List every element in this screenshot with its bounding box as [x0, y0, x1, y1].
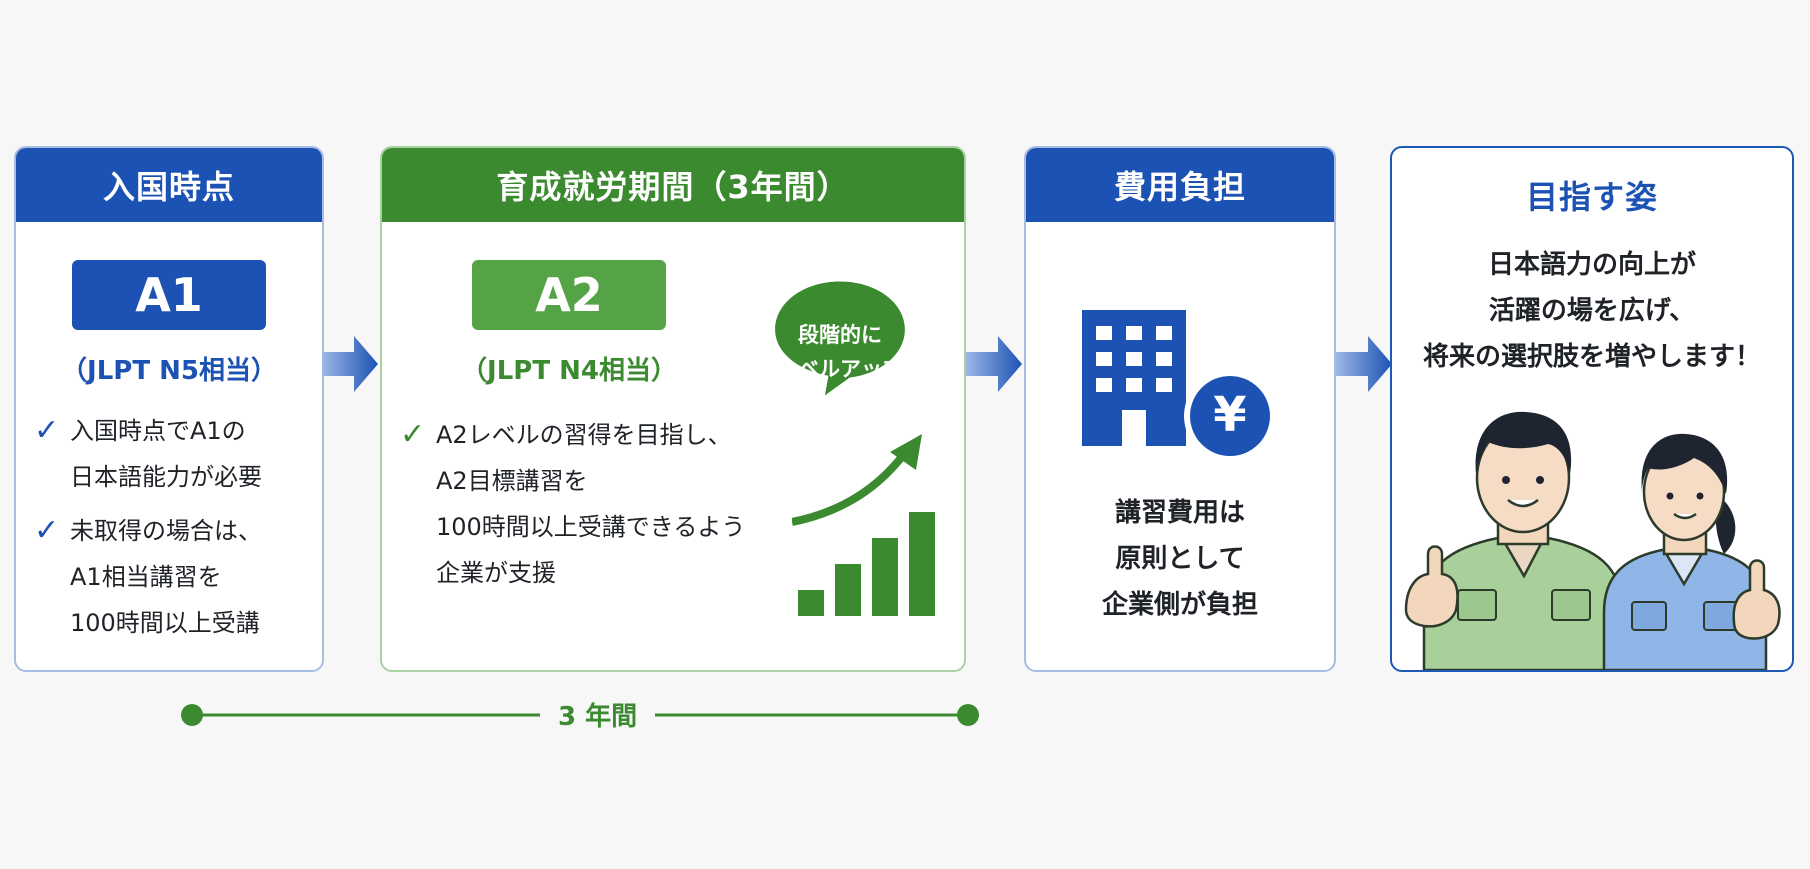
bubble-line: レベルアップ — [777, 357, 903, 381]
check-icon: ✓ — [400, 417, 426, 452]
speech-bubble-text: 段階的に レベルアップ — [765, 318, 915, 386]
growth-bar — [798, 590, 824, 616]
level-badge-a2: A2 — [472, 260, 666, 330]
stage-cost-header: 費用負担 — [1026, 148, 1334, 222]
workers-thumbs-up-illustration — [1404, 411, 1781, 670]
stage-entry-header: 入国時点 — [16, 148, 322, 222]
stage-entry-card: 入国時点 A1 （JLPT N5相当） ✓ 入国時点でA1の 日本語能力が必要 … — [14, 146, 324, 672]
timeline-end-dot — [957, 704, 979, 726]
requirement-item: ✓ 未取得の場合は、 A1相当講習を 100時間以上受講 — [34, 508, 262, 646]
growth-arrow-line — [792, 451, 908, 526]
check-icon: ✓ — [34, 413, 60, 448]
stage-goal-header: 目指す姿 — [1525, 178, 1658, 216]
yen-coin-icon — [1184, 370, 1276, 462]
speech-bubble-icon — [775, 281, 905, 396]
stage-cost-card: 費用負担 ¥ 講習費用は 原則として 企業側が負担 — [1024, 146, 1336, 672]
stage-goal-card: 目指す姿 日本語力の向上が 活躍の場を広げ、 将来の選択肢を増やします！ — [1390, 146, 1794, 672]
cost-line: 講習費用は — [1114, 498, 1245, 528]
growth-arrow-head — [890, 434, 922, 470]
goal-line: 将来の選択肢を増やします！ — [1422, 342, 1761, 372]
stage-training-header: 育成就労期間（3年間） — [382, 148, 964, 222]
requirement-line: 未取得の場合は、 — [70, 517, 262, 545]
level-badge-a1: A1 — [72, 260, 266, 330]
goal-line: 活躍の場を広げ、 — [1488, 296, 1696, 326]
growth-chart-icon — [792, 434, 935, 616]
flow-arrow-icon — [966, 336, 1022, 392]
requirement-line: A2目標講習を — [436, 467, 588, 495]
goal-line: 日本語力の向上が — [1487, 250, 1696, 280]
requirement-line: 入国時点でA1の — [70, 417, 246, 445]
growth-bar — [872, 538, 898, 616]
requirement-line: 100時間以上受講 — [70, 609, 260, 637]
requirement-line: A2レベルの習得を目指し、 — [436, 421, 732, 449]
cost-line: 原則として — [1115, 544, 1245, 574]
building-icon — [1082, 310, 1186, 446]
requirement-item: ✓ A2レベルの習得を目指し、 A2目標講習を 100時間以上受講できるよう 企… — [400, 412, 745, 596]
timeline-start-dot — [181, 704, 203, 726]
requirement-line: A1相当講習を — [70, 563, 222, 591]
check-icon: ✓ — [34, 513, 60, 548]
flow-arrow-icon — [322, 336, 378, 392]
requirement-line: 100時間以上受講できるよう — [436, 513, 746, 541]
level-subtitle-a2: （JLPT N4相当） — [461, 356, 677, 386]
goal-text: 日本語力の向上が 活躍の場を広げ、 将来の選択肢を増やします！ — [1392, 242, 1792, 380]
cost-text: 講習費用は 原則として 企業側が負担 — [1026, 490, 1334, 628]
stage-training-card: 育成就労期間（3年間） A2 （JLPT N4相当） ✓ A2レベルの習得を目指… — [380, 146, 966, 672]
requirement-item: ✓ 入国時点でA1の 日本語能力が必要 — [34, 408, 262, 500]
requirement-line: 企業が支援 — [436, 559, 556, 587]
yen-symbol: ¥ — [1213, 387, 1247, 443]
bubble-line: 段階的に — [798, 323, 882, 347]
level-subtitle-a1: （JLPT N5相当） — [61, 356, 277, 386]
requirement-line: 日本語能力が必要 — [70, 463, 262, 491]
timeline-label: 3 年間 — [540, 696, 656, 733]
growth-bar — [835, 564, 861, 616]
cost-line: 企業側が負担 — [1101, 590, 1258, 620]
flow-arrow-icon — [1336, 336, 1392, 392]
growth-bar — [909, 512, 935, 616]
